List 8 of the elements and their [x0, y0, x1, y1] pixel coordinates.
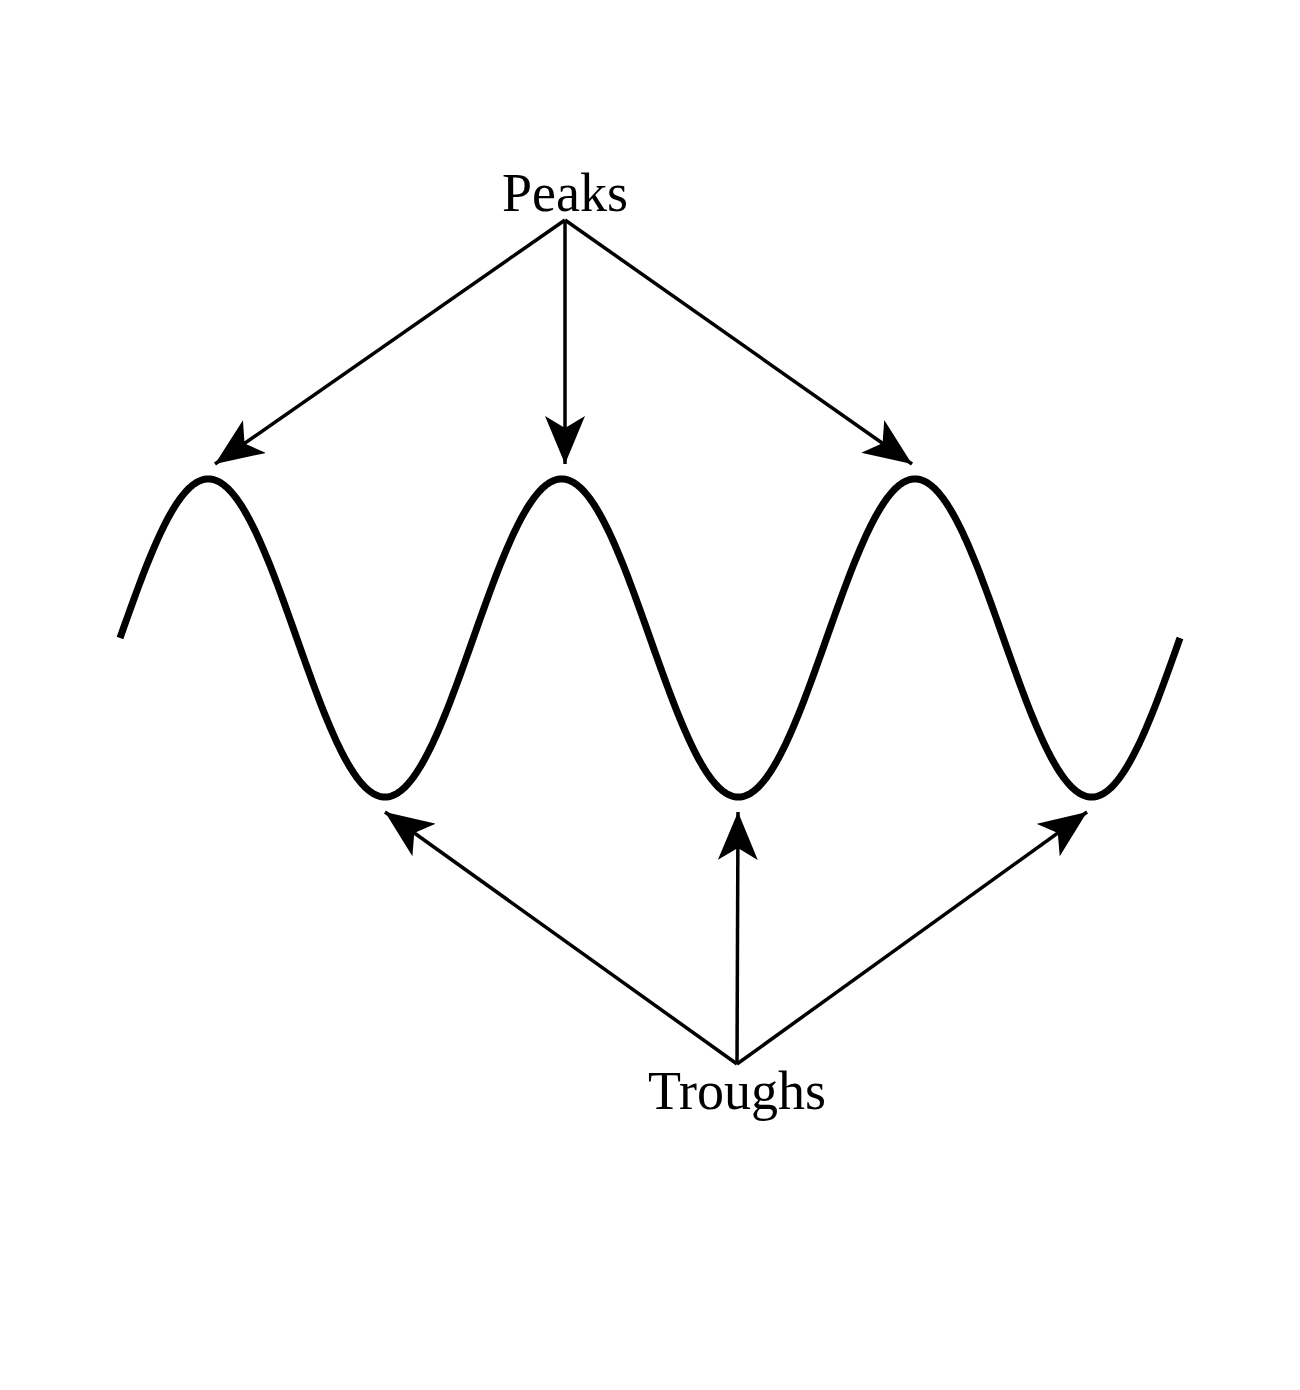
callout-label: Peaks: [502, 166, 628, 220]
leader-arrow: [735, 810, 1089, 1066]
leader-arrow: [384, 810, 738, 1066]
leader-arrow: [564, 218, 913, 466]
leader-arrow: [545, 220, 585, 464]
leader-arrow: [717, 812, 758, 1064]
sine-wave: [116, 474, 1184, 802]
leader-arrow: [214, 218, 566, 466]
